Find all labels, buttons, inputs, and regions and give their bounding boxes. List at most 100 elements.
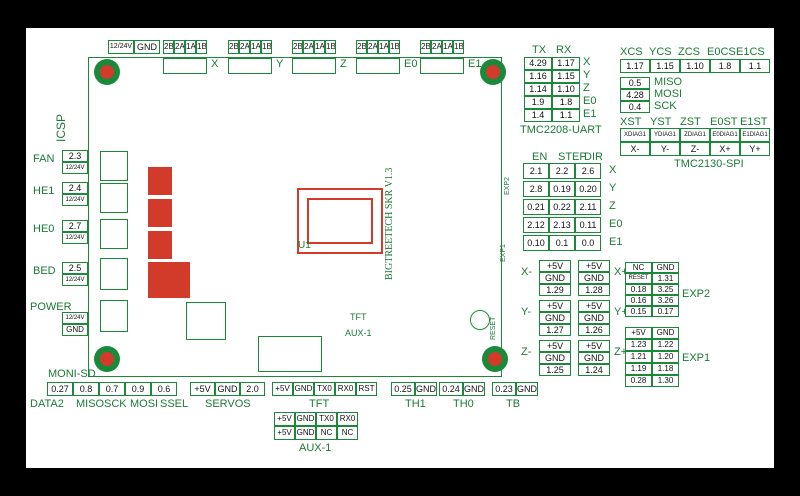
motor-pin-label: 1A xyxy=(378,40,389,54)
motor-pin-label: 1A xyxy=(185,40,196,54)
spi-dir-pin: Y+ xyxy=(740,142,770,156)
power-pin: 12/24V xyxy=(62,312,88,324)
aux1-pin: NC xyxy=(337,426,358,440)
aux1-pin: NC xyxy=(316,426,337,440)
endstop-pin: 1.26 xyxy=(578,324,610,336)
endstop-pin: 1.25 xyxy=(539,364,571,376)
spi-title: TMC2130-SPI xyxy=(674,158,744,170)
uart-axis: Y xyxy=(583,69,591,81)
motor-pin-label: 1A xyxy=(442,40,453,54)
exp2-pin: 0.17 xyxy=(652,306,679,317)
tft-silk: TFT xyxy=(350,312,367,322)
endstop-pin: +5V xyxy=(578,340,610,352)
power-label: POWER xyxy=(30,301,72,313)
mcu-chip xyxy=(297,188,383,254)
aux-silk: AUX-1 xyxy=(345,328,372,338)
motor-pin-label: 1B xyxy=(196,40,207,54)
exp2-pin: GND xyxy=(652,262,679,273)
uart-axis: E1 xyxy=(583,108,597,120)
terminal-block xyxy=(100,151,128,181)
motor-pin-label: 1B xyxy=(453,40,464,54)
thermistor-pin: 0.23 xyxy=(492,382,516,396)
exp1-pin: 1.20 xyxy=(652,351,679,363)
spi-cs-header: E0CS xyxy=(707,46,736,58)
tft-pin: TX0 xyxy=(314,382,335,396)
stepper-pin: 0.22 xyxy=(549,199,575,215)
servo-pin: GND xyxy=(215,382,240,396)
motor-pin-label: 2B xyxy=(420,40,431,54)
spi-cs-pin: 1.10 xyxy=(680,59,710,73)
spi-dir-pin: Y- xyxy=(650,142,680,156)
aux1-pin: GND xyxy=(295,426,316,440)
exp1-pin: 0.28 xyxy=(625,375,652,387)
uart-pin: 1.14 xyxy=(524,83,552,96)
exp1-pin: 1.19 xyxy=(625,363,652,375)
moni-sd-name: MISO xyxy=(76,398,105,410)
spi-diag-pin: E0DIAG1 xyxy=(710,128,740,142)
aux1-pin: GND xyxy=(295,412,316,426)
thermistor-pin: 0.25 xyxy=(391,382,415,396)
endstop-label: X+ xyxy=(614,266,628,278)
stepper-pin: 0.19 xyxy=(549,181,575,197)
motor-pin-label: 2A xyxy=(303,40,314,54)
exp2-pin: 0.18 xyxy=(625,284,652,295)
thermistor-pin: GND xyxy=(463,382,485,396)
exp2-pin: 3.25 xyxy=(652,284,679,295)
moni-sd-pin: 0.9 xyxy=(125,382,151,396)
uart-pin: 1.4 xyxy=(524,109,552,122)
output-pin: 2.7 xyxy=(62,220,88,232)
spi-diag-pin: YDIAG1 xyxy=(650,128,680,142)
terminal-block xyxy=(100,183,128,213)
thermistor-pin: GND xyxy=(415,382,437,396)
spi-bus-pin: 0.5 xyxy=(620,77,650,89)
motor-pin-label: 2A xyxy=(239,40,250,54)
endstop-pin: +5V xyxy=(578,260,610,272)
exp1-pin: 1.30 xyxy=(652,375,679,387)
output-volt: 12/24V xyxy=(62,274,88,286)
spi-diag-pin: XDIAG1 xyxy=(620,128,650,142)
endstop-pin: +5V xyxy=(539,260,571,272)
moni-sd-name: MOSI xyxy=(130,398,159,410)
moni-sd-name: SSEL xyxy=(160,398,189,410)
uart-pin: 4.29 xyxy=(524,57,552,70)
output-label: BED xyxy=(33,265,56,277)
endstop-pin: +5V xyxy=(539,300,571,312)
tft-pin: RST xyxy=(356,382,377,396)
moni-sd-pin: 0.6 xyxy=(151,382,177,396)
thermistor-label: TH1 xyxy=(405,398,426,410)
motor-pin-label: 2A xyxy=(174,40,185,54)
endstop-pin: 1.28 xyxy=(578,284,610,296)
motor-pin-label: 1B xyxy=(325,40,336,54)
power-header-pin: GND xyxy=(134,40,160,54)
spi-bus-pin: 0.4 xyxy=(620,101,650,113)
mosfet-block xyxy=(148,199,172,227)
exp1-pin: 1.22 xyxy=(652,339,679,351)
motor-pin-label: 2B xyxy=(356,40,367,54)
endstop-label: Y+ xyxy=(614,306,628,318)
motor-connector xyxy=(228,58,272,74)
mosfet-block xyxy=(148,167,172,195)
stepper-pin: 0.20 xyxy=(575,181,601,197)
terminal-block xyxy=(100,219,128,249)
endstop-label: Z- xyxy=(521,346,532,358)
stepper-pin: 2.1 xyxy=(523,163,549,179)
spi-bus-name: MOSI xyxy=(654,88,683,100)
stepper-axis: Y xyxy=(609,182,617,194)
endstop-pin: GND xyxy=(578,272,610,284)
moni-sd-name: DATA2 xyxy=(30,398,64,410)
servos-label: SERVOS xyxy=(205,398,251,410)
spi-st-header: YST xyxy=(650,116,672,128)
moni-sd-name: SCK xyxy=(104,398,127,410)
board-name: BIGTREETECH SKR V1.3 xyxy=(384,167,395,280)
spi-st-header: XST xyxy=(620,116,642,128)
uart-pin: 1.8 xyxy=(552,96,580,109)
terminal-block xyxy=(100,300,128,332)
exp1-label: EXP1 xyxy=(682,352,711,364)
reset-button xyxy=(470,310,490,330)
thermistor-label: TH0 xyxy=(453,398,474,410)
endstop-label: Z+ xyxy=(614,346,628,358)
motor-pin-label: 2B xyxy=(292,40,303,54)
exp1-pin: 1.23 xyxy=(625,339,652,351)
spi-cs-header: ZCS xyxy=(678,46,700,58)
